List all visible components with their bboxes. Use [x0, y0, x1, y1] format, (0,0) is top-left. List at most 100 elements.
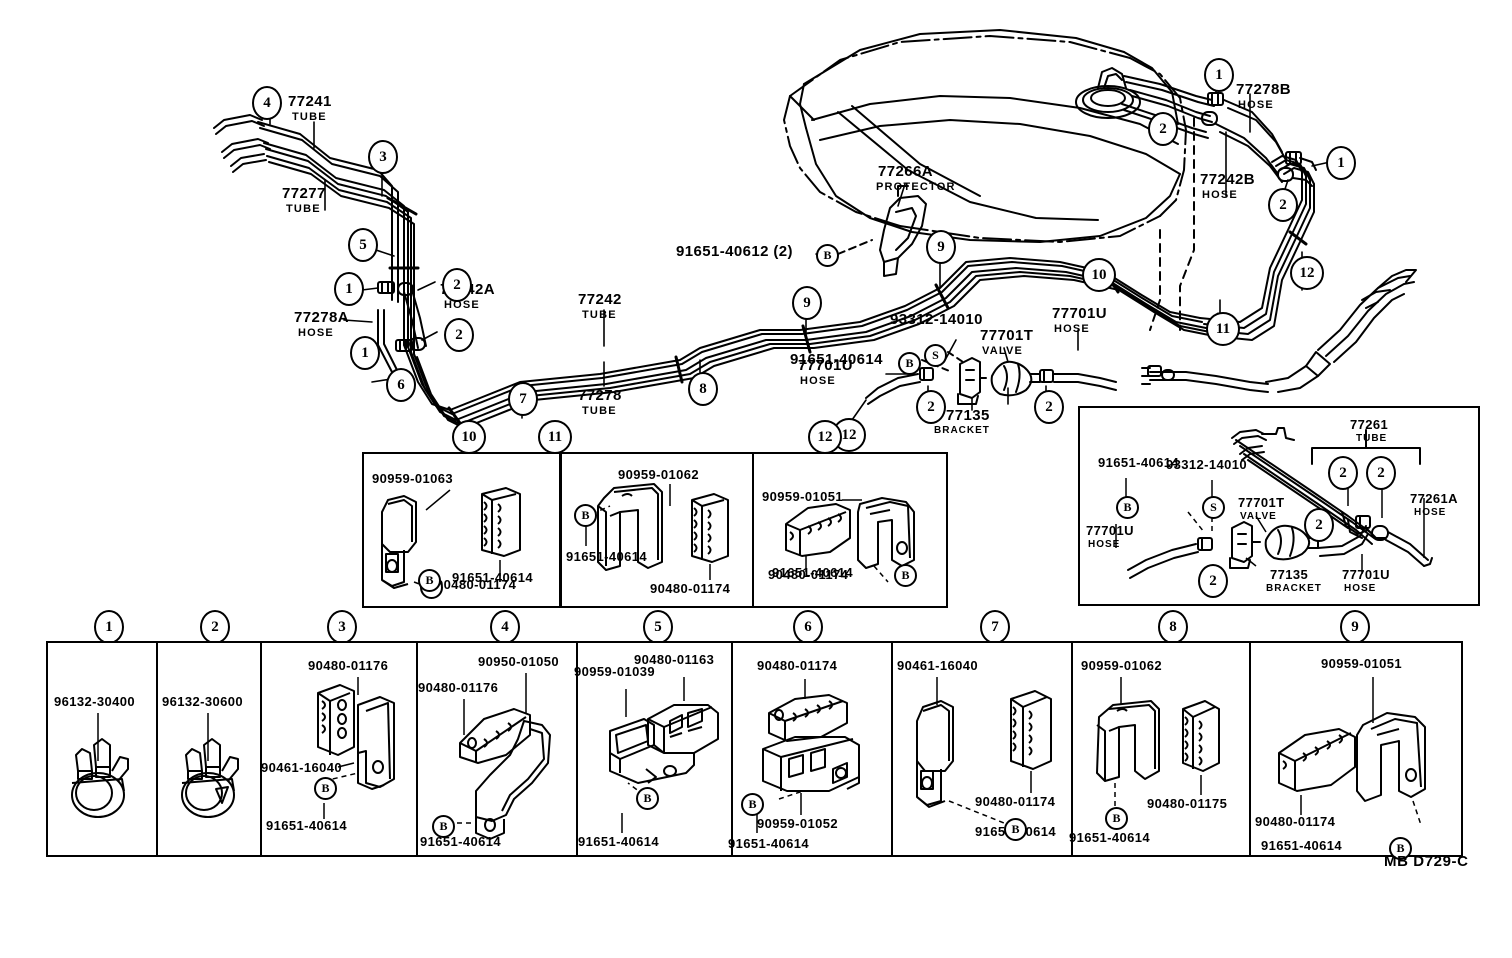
- callout-1-main-a[interactable]: 1: [334, 272, 364, 306]
- label-77135-part: 77135: [946, 407, 990, 424]
- detail-77261a-desc: HOSE: [1414, 507, 1447, 518]
- detail-callout-2-a[interactable]: 2: [1328, 456, 1358, 490]
- panel-12-part-3: 91651-40614: [772, 565, 854, 580]
- legend-5-part-3: 91651-40614: [578, 834, 660, 849]
- legend-callout-5[interactable]: 5: [643, 610, 673, 644]
- legend-2-part-1: 96132-30600: [162, 694, 244, 709]
- legend-panel-2: 96132-30600: [156, 641, 264, 857]
- legend-3-part-1: 90480-01176: [308, 658, 389, 673]
- callout-9-main-a[interactable]: 9: [792, 286, 822, 320]
- panel-11-part-3: 90480-01174: [650, 581, 731, 596]
- label-77277-desc: TUBE: [286, 203, 321, 215]
- legend-4-part-1: 90950-01050: [478, 654, 560, 669]
- callout-1-main-b[interactable]: 1: [350, 336, 380, 370]
- detail-callout-2-b[interactable]: 2: [1366, 456, 1396, 490]
- detail-77701t-desc: VALVE: [1240, 511, 1277, 522]
- callout-7-main[interactable]: 7: [508, 382, 538, 416]
- label-77241-desc: TUBE: [292, 111, 327, 123]
- legend-5-part-2: 90959-01039: [574, 664, 656, 679]
- legend-3-artwork: [317, 677, 395, 819]
- legend-8-badge: B: [1105, 807, 1128, 830]
- callout-10-main[interactable]: 10: [1082, 258, 1116, 292]
- detail-callout-2-d[interactable]: 2: [1198, 564, 1228, 598]
- label-77278b-desc: HOSE: [1238, 99, 1274, 111]
- screw-badge-s-1: S: [924, 344, 947, 367]
- label-77701u-right-desc: HOSE: [1054, 323, 1090, 335]
- callout-12-main[interactable]: 12: [1290, 256, 1324, 290]
- legend-3-badge: B: [314, 777, 337, 800]
- legend-5-badge: B: [636, 787, 659, 810]
- detail-77701u-left-desc: HOSE: [1088, 539, 1121, 550]
- legend-9-part-2: 90480-01174: [1255, 814, 1336, 829]
- callout-1-tank-b[interactable]: 1: [1326, 146, 1356, 180]
- detail-callout-2-c[interactable]: 2: [1304, 508, 1334, 542]
- legend-callout-4[interactable]: 4: [490, 610, 520, 644]
- legend-panel-6: 90480-01174 B 90959-01052 91651-40614: [728, 641, 895, 857]
- callout-3-main[interactable]: 3: [368, 140, 398, 174]
- callout-1-tank-a[interactable]: 1: [1204, 58, 1234, 92]
- detail-77135-desc: BRACKET: [1266, 583, 1322, 594]
- legend-callout-3[interactable]: 3: [327, 610, 357, 644]
- legend-callout-7[interactable]: 7: [980, 610, 1010, 644]
- panel-10-badge-b: B: [418, 569, 441, 592]
- panel-12: 90959-01051 90480-01174: [752, 452, 948, 608]
- callout-5-main[interactable]: 5: [348, 228, 378, 262]
- detail-91651-40614: 91651-40614: [1098, 455, 1180, 470]
- detail-panel-77261: 91651-40614 B 93312-14010 S 77701U HOSE …: [1078, 406, 1480, 606]
- label-77701u-left-desc: HOSE: [800, 375, 836, 387]
- label-77701u-right-part: 77701U: [1052, 305, 1107, 322]
- legend-8-artwork: [1096, 677, 1220, 809]
- label-77266a-part: 77266A: [878, 163, 933, 180]
- panel-10-part-2: 90480-01174: [436, 577, 517, 592]
- legend-5-artwork: [609, 677, 719, 833]
- legend-9-part-3: 91651-40614: [1261, 838, 1343, 853]
- legend-callout-1[interactable]: 1: [94, 610, 124, 644]
- callout-2-tank-a[interactable]: 2: [1148, 112, 1178, 146]
- bolt-91651-40612: 91651-40612 (2): [676, 243, 793, 260]
- label-77278a-desc: HOSE: [298, 327, 334, 339]
- legend-panel-9: 90959-01051 90480-01174 91651-40614 B: [1249, 641, 1463, 860]
- callout-2-main-b[interactable]: 2: [444, 318, 474, 352]
- callout-2-main-a[interactable]: 2: [442, 268, 472, 302]
- panel-callout-11[interactable]: 11: [538, 420, 572, 454]
- panel-callout-12[interactable]: 12: [808, 420, 842, 454]
- legend-8-part-3: 91651-40614: [1069, 830, 1151, 845]
- callout-4-main[interactable]: 4: [252, 86, 282, 120]
- label-77242a-desc: HOSE: [444, 299, 480, 311]
- callout-2-tank-b[interactable]: 2: [1268, 188, 1298, 222]
- callout-8-main[interactable]: 8: [688, 372, 718, 406]
- legend-callout-9[interactable]: 9: [1340, 610, 1370, 644]
- legend-1-part-1: 96132-30400: [54, 694, 136, 709]
- legend-5-part-1: 90480-01163: [634, 652, 715, 667]
- panel-12-badge: B: [894, 564, 917, 587]
- legend-8-part-2: 90480-01175: [1147, 796, 1228, 811]
- legend-4-part-3: 91651-40614: [420, 834, 502, 849]
- callout-9-main-b[interactable]: 9: [926, 230, 956, 264]
- callout-2-valve-b[interactable]: 2: [1034, 390, 1064, 424]
- panel-callout-10[interactable]: 10: [452, 420, 486, 454]
- panel-11-badge: B: [574, 504, 597, 527]
- panel-10-part-3: 91651-40614: [452, 570, 534, 585]
- detail-badge-b: B: [1116, 496, 1139, 519]
- callout-2-valve-a[interactable]: 2: [916, 390, 946, 424]
- legend-8-part-1: 90959-01062: [1081, 658, 1163, 673]
- legend-callout-8[interactable]: 8: [1158, 610, 1188, 644]
- screw-93312-14010-main: 93312-14010: [890, 311, 983, 328]
- legend-7-part-1: 90461-16040: [897, 658, 979, 673]
- label-77135-desc: BRACKET: [934, 425, 990, 436]
- panel-11-artwork: [585, 483, 729, 580]
- legend-callout-2[interactable]: 2: [200, 610, 230, 644]
- detail-77261a-part: 77261A: [1410, 491, 1458, 506]
- legend-6-part-1: 90480-01174: [757, 658, 838, 673]
- callout-11-main[interactable]: 11: [1206, 312, 1240, 346]
- legend-callout-6[interactable]: 6: [793, 610, 823, 644]
- legend-panel-7: 90461-16040 90480-01174 91651-40614: [891, 641, 1075, 857]
- detail-77135-part: 77135: [1270, 567, 1309, 582]
- legend-6-artwork: [756, 679, 860, 833]
- label-77242b-desc: HOSE: [1202, 189, 1238, 201]
- callout-6-main[interactable]: 6: [386, 368, 416, 402]
- panel-12-part-1: 90959-01051: [762, 489, 844, 504]
- detail-panel-artwork: [1115, 427, 1433, 579]
- legend-panel-5: 90480-01163 90959-01039 B 91651-40614: [574, 641, 735, 857]
- legend-7-badge: B: [1004, 818, 1027, 841]
